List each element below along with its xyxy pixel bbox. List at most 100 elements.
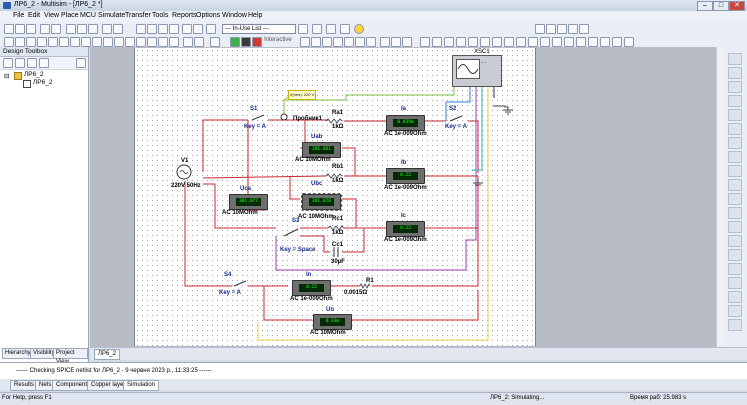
ib-ammeter[interactable]: 0.22 <box>386 168 425 184</box>
multimeter-icon[interactable] <box>420 37 430 47</box>
minimize-button[interactable]: – <box>697 1 713 11</box>
help-icon[interactable] <box>354 24 364 34</box>
toolbox-icon[interactable] <box>136 24 146 34</box>
wattmeter-icon[interactable] <box>444 37 454 47</box>
cut-icon[interactable] <box>66 24 76 34</box>
save-icon[interactable] <box>26 24 36 34</box>
find-icon[interactable] <box>340 24 350 34</box>
oscilloscope-icon[interactable] <box>456 37 466 47</box>
four-channel-osc-icon[interactable] <box>468 37 478 47</box>
distortion-analyzer-icon[interactable] <box>552 37 562 47</box>
pause-icon[interactable] <box>241 37 251 47</box>
place-analog-icon[interactable] <box>48 37 58 47</box>
probe-bus-icon[interactable] <box>402 37 412 47</box>
instrument-oscilloscope-icon[interactable] <box>728 95 742 107</box>
instrument-counter-icon[interactable] <box>728 137 742 149</box>
tab-simulation[interactable]: Simulation <box>123 380 160 391</box>
spectrum-analyzer-icon[interactable] <box>564 37 574 47</box>
tree-child[interactable]: ЛР6_2 <box>33 79 53 86</box>
function-generator-icon[interactable] <box>432 37 442 47</box>
tree-root[interactable]: ЛР6_2 <box>24 71 44 78</box>
zoom-fit-icon[interactable] <box>568 24 578 34</box>
frequency-counter-icon[interactable] <box>492 37 502 47</box>
current-probe-icon[interactable] <box>624 37 634 47</box>
place-indicator-icon[interactable] <box>92 37 102 47</box>
place-source-icon[interactable] <box>4 37 14 47</box>
close-design-icon[interactable] <box>39 58 49 68</box>
instrument-agilent-osc-icon[interactable] <box>728 277 742 289</box>
instrument-iv-icon[interactable] <box>728 193 742 205</box>
print-icon[interactable] <box>40 24 50 34</box>
menu-reports[interactable]: Reports <box>172 12 197 19</box>
copy-icon[interactable] <box>77 24 87 34</box>
instrument-multimeter-icon[interactable] <box>728 53 742 65</box>
place-diode-icon[interactable] <box>26 37 36 47</box>
instrument-network-icon[interactable] <box>728 235 742 247</box>
tektronix-icon[interactable] <box>600 37 610 47</box>
menu-file[interactable]: File <box>13 12 25 19</box>
new-icon[interactable] <box>4 24 14 34</box>
run-icon[interactable] <box>230 37 240 47</box>
component-wizard-icon[interactable] <box>182 24 192 34</box>
menu-mcu[interactable]: MCU <box>80 12 96 19</box>
tab-results[interactable]: Results <box>10 380 39 391</box>
logic-analyzer-icon[interactable] <box>528 37 538 47</box>
tree-collapse-icon[interactable]: ⊟ <box>4 73 10 80</box>
instrument-distortion-icon[interactable] <box>728 207 742 219</box>
instrument-wattmeter-icon[interactable] <box>728 81 742 93</box>
junction-icon[interactable] <box>194 37 204 47</box>
in-ammeter[interactable]: 0.22 <box>292 280 331 296</box>
paste-icon[interactable] <box>88 24 98 34</box>
labview-icon[interactable] <box>612 37 622 47</box>
menu-simulate[interactable]: Simulate <box>98 12 126 19</box>
toolbox-settings-icon[interactable] <box>76 58 86 68</box>
place-cmos-icon[interactable] <box>70 37 80 47</box>
probe-current-icon[interactable] <box>311 37 321 47</box>
logic-converter-icon[interactable] <box>516 37 526 47</box>
menu-place[interactable]: Place <box>61 12 79 19</box>
save-design-icon[interactable] <box>27 58 37 68</box>
text-icon[interactable] <box>210 37 220 47</box>
erc-icon[interactable] <box>206 24 216 34</box>
maximize-button[interactable]: □ <box>713 1 729 11</box>
open-icon[interactable] <box>15 24 25 34</box>
instrument-tektronix-icon[interactable] <box>728 291 742 303</box>
redo-icon[interactable] <box>113 24 123 34</box>
menu-edit[interactable]: Edit <box>28 12 41 19</box>
place-hierarchical-icon[interactable] <box>158 37 168 47</box>
zoom-area-icon[interactable] <box>557 24 567 34</box>
instrument-agilent-mm-icon[interactable] <box>728 263 742 275</box>
agilent-icon[interactable] <box>588 37 598 47</box>
instrument-logicconv-icon[interactable] <box>728 165 742 177</box>
place-mcu-icon[interactable] <box>147 37 157 47</box>
zoom-in-icon[interactable] <box>535 24 545 34</box>
forward-annotate-icon[interactable] <box>326 24 336 34</box>
zoom-out-icon[interactable] <box>546 24 556 34</box>
close-button[interactable]: ✕ <box>729 1 745 11</box>
undo-icon[interactable] <box>102 24 112 34</box>
instrument-agilent-fg-icon[interactable] <box>728 249 742 261</box>
vertical-scrollbar[interactable] <box>716 47 725 347</box>
menu-transfer[interactable]: Transfer <box>125 12 151 19</box>
instrument-labview-icon[interactable] <box>728 305 742 317</box>
probe-diff-icon[interactable] <box>333 37 343 47</box>
uab-voltmeter[interactable]: 381.081 <box>302 142 341 158</box>
place-basic-icon[interactable] <box>15 37 25 47</box>
probe-voltage-icon[interactable] <box>300 37 310 47</box>
ubc-voltmeter[interactable]: 381.078 <box>301 193 342 211</box>
probe-direction-icon[interactable] <box>380 37 390 47</box>
instrument-4ch-osc-icon[interactable] <box>728 109 742 121</box>
menu-help[interactable]: Help <box>248 12 263 19</box>
spreadsheet-icon[interactable] <box>147 24 157 34</box>
probe-power-icon[interactable] <box>322 37 332 47</box>
uca-voltmeter[interactable]: 381.077 <box>229 194 268 210</box>
instrument-probe-icon[interactable] <box>728 319 742 331</box>
network-analyzer-icon[interactable] <box>576 37 586 47</box>
menu-window[interactable]: Window <box>222 12 247 19</box>
instrument-logicanalyzer-icon[interactable] <box>728 179 742 191</box>
instrument-funcgen-icon[interactable] <box>728 67 742 79</box>
probe-digital-icon[interactable] <box>355 37 365 47</box>
database-icon[interactable] <box>169 24 179 34</box>
probe-ref-icon[interactable] <box>344 37 354 47</box>
place-bus-icon[interactable] <box>169 37 179 47</box>
